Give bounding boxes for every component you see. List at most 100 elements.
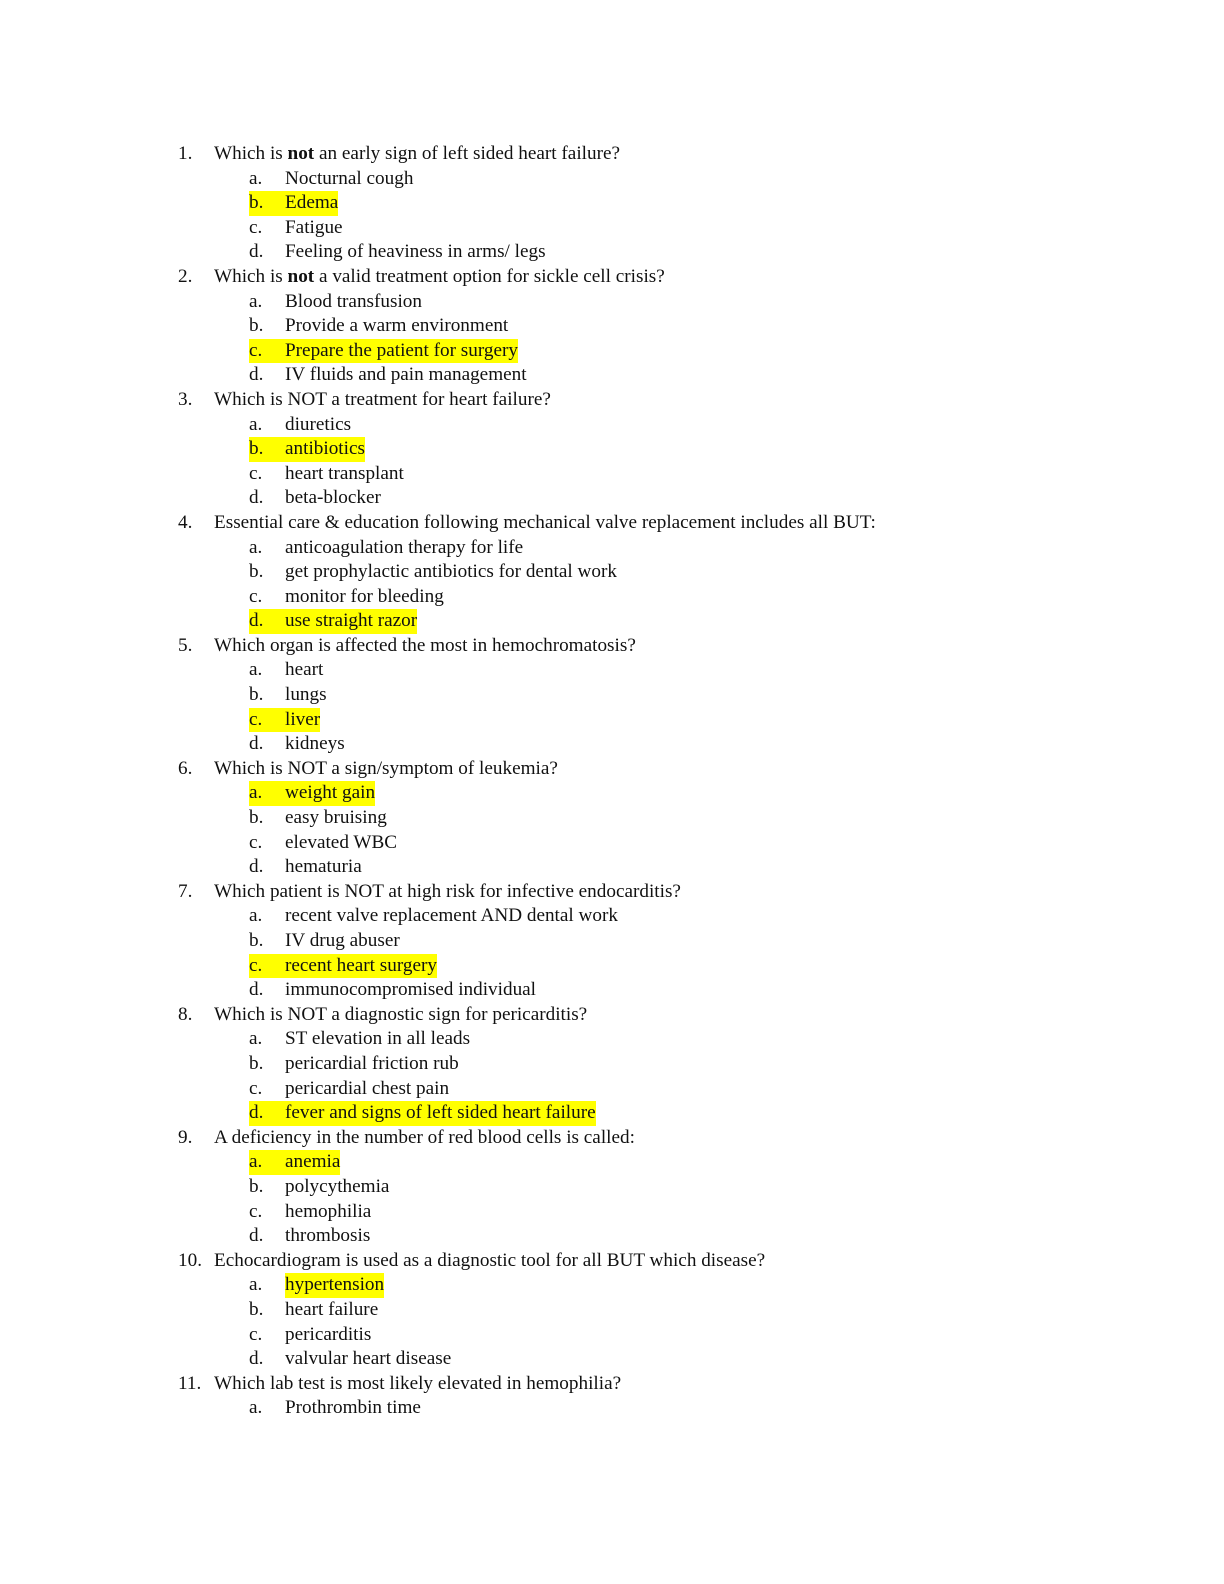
answer-option: b.Provide a warm environment bbox=[0, 314, 1224, 339]
option-letter: c. bbox=[249, 1200, 263, 1222]
option-row: b.polycythemia bbox=[249, 1175, 389, 1200]
question-7: 7.Which patient is NOT at high risk for … bbox=[0, 880, 1224, 905]
option-letter: b. bbox=[249, 315, 264, 337]
option-text: Fatigue bbox=[285, 216, 343, 238]
option-row: d.Feeling of heaviness in arms/ legs bbox=[249, 240, 546, 265]
option-letter: d. bbox=[249, 733, 264, 755]
answer-option: a. Prothrombin time bbox=[0, 1396, 1224, 1421]
option-text: lungs bbox=[285, 684, 327, 706]
option-row: c. monitor for bleeding bbox=[249, 585, 444, 610]
option-text: easy bruising bbox=[285, 807, 387, 829]
answer-option: c.pericarditis bbox=[0, 1323, 1224, 1348]
option-letter: d. bbox=[249, 1225, 264, 1247]
answer-option: d.kidneys bbox=[0, 732, 1224, 757]
option-text: pericardial friction rub bbox=[285, 1052, 459, 1074]
option-letter: b. bbox=[249, 192, 264, 214]
highlighted-answer: c.Prepare the patient for surgery bbox=[249, 338, 519, 364]
option-text: recent heart surgery bbox=[285, 953, 438, 979]
question-text-pre: Echocardiogram is used as a diagnostic t… bbox=[214, 1249, 766, 1271]
answer-option: c. elevated WBC bbox=[0, 831, 1224, 856]
highlighted-answer: b. Edema bbox=[249, 191, 339, 216]
question-number: 2. bbox=[178, 265, 193, 287]
question-number: 5. bbox=[178, 634, 193, 656]
answer-option: b.polycythemia bbox=[0, 1175, 1224, 1200]
option-letter: a. bbox=[249, 1397, 263, 1419]
answer-option: c.recent heart surgery bbox=[0, 953, 1224, 979]
question-emphasis: not bbox=[287, 265, 315, 287]
answer-option: b. Edema bbox=[0, 191, 1224, 216]
answer-option: a. weight gain bbox=[0, 781, 1224, 807]
option-row: c. elevated WBC bbox=[249, 831, 397, 856]
option-letter: a. bbox=[249, 413, 263, 435]
option-text: valvular heart disease bbox=[285, 1348, 452, 1370]
option-text: liver bbox=[285, 707, 321, 733]
question-text: Which is NOT a diagnostic sign for peric… bbox=[214, 1003, 587, 1028]
question-text-pre: Essential care & education following mec… bbox=[214, 511, 876, 533]
option-letter: c. bbox=[249, 585, 263, 607]
answer-option: b.IV drug abuser bbox=[0, 929, 1224, 954]
question-text: Which organ is affected the most in hemo… bbox=[214, 634, 636, 659]
option-letter: b. bbox=[249, 1175, 264, 1197]
option-row: a.Blood transfusion bbox=[249, 290, 422, 315]
option-text: heart bbox=[285, 659, 324, 681]
question-text-post: a valid treatment option for sickle cell… bbox=[314, 265, 665, 287]
option-letter: d. bbox=[249, 610, 264, 632]
option-letter: b. bbox=[249, 1298, 264, 1320]
answer-option: b.get prophylactic antibiotics for denta… bbox=[0, 560, 1224, 585]
question-3: 3.Which is NOT a treatment for heart fai… bbox=[0, 388, 1224, 413]
answer-option: a.anemia bbox=[0, 1150, 1224, 1175]
option-letter: a. bbox=[249, 290, 263, 312]
option-letter: a. bbox=[249, 782, 263, 804]
question-text-pre: Which is bbox=[214, 265, 288, 287]
question-6: 6.Which is NOT a sign/symptom of leukemi… bbox=[0, 757, 1224, 782]
answer-option: d.hematuria bbox=[0, 855, 1224, 880]
option-text: Prothrombin time bbox=[285, 1397, 421, 1419]
question-number: 4. bbox=[178, 511, 193, 533]
option-text: Feeling of heaviness in arms/ legs bbox=[285, 241, 546, 263]
option-letter: c. bbox=[249, 339, 263, 361]
highlighted-answer: a.hypertension bbox=[249, 1273, 385, 1298]
option-text: elevated WBC bbox=[285, 831, 398, 853]
answer-option: b.heart failure bbox=[0, 1298, 1224, 1323]
option-row: d. thrombosis bbox=[249, 1224, 370, 1249]
option-row: c.heart transplant bbox=[249, 462, 404, 487]
option-text: weight gain bbox=[285, 781, 376, 807]
question-number: 10. bbox=[178, 1249, 202, 1271]
answer-option: d.Feeling of heaviness in arms/ legs bbox=[0, 240, 1224, 265]
question-number: 8. bbox=[178, 1003, 193, 1025]
option-letter: c. bbox=[249, 462, 263, 484]
option-row: a.Nocturnal cough bbox=[249, 167, 413, 192]
option-letter: a. bbox=[249, 1028, 263, 1050]
question-text-pre: Which is NOT a treatment for heart failu… bbox=[214, 388, 551, 410]
option-row: c.pericarditis bbox=[249, 1323, 371, 1348]
quiz-document: 1.Which is not an early sign of left sid… bbox=[0, 142, 1224, 1421]
question-text-pre: Which is NOT a diagnostic sign for peric… bbox=[214, 1003, 588, 1025]
option-text: get prophylactic antibiotics for dental … bbox=[285, 561, 617, 583]
option-text: Edema bbox=[285, 191, 339, 216]
answer-option: c.heart transplant bbox=[0, 462, 1224, 487]
answer-option: a.Blood transfusion bbox=[0, 290, 1224, 315]
option-letter: a. bbox=[249, 905, 263, 927]
option-letter: b. bbox=[249, 684, 264, 706]
option-text: monitor for bleeding bbox=[285, 585, 444, 607]
option-text: thrombosis bbox=[285, 1225, 371, 1247]
question-number: 7. bbox=[178, 880, 193, 902]
option-letter: d. bbox=[249, 856, 264, 878]
option-letter: b. bbox=[249, 1052, 264, 1074]
option-letter: b. bbox=[249, 438, 264, 460]
option-letter: c. bbox=[249, 831, 263, 853]
option-letter: d. bbox=[249, 364, 264, 386]
question-number: 9. bbox=[178, 1126, 193, 1148]
option-text: recent valve replacement AND dental work bbox=[285, 905, 618, 927]
question-text-pre: Which is NOT a sign/symptom of leukemia? bbox=[214, 757, 558, 779]
option-text: Nocturnal cough bbox=[285, 167, 414, 189]
answer-option: c.liver bbox=[0, 707, 1224, 733]
option-row: b.IV drug abuser bbox=[249, 929, 400, 954]
option-letter: a. bbox=[249, 1274, 263, 1296]
answer-option: a.heart bbox=[0, 658, 1224, 683]
question-text-pre: Which is bbox=[214, 143, 288, 164]
option-letter: d. bbox=[249, 1348, 264, 1370]
option-text: pericarditis bbox=[285, 1323, 372, 1345]
option-row: d.immunocompromised individual bbox=[249, 978, 536, 1003]
question-number: 11. bbox=[178, 1372, 202, 1394]
